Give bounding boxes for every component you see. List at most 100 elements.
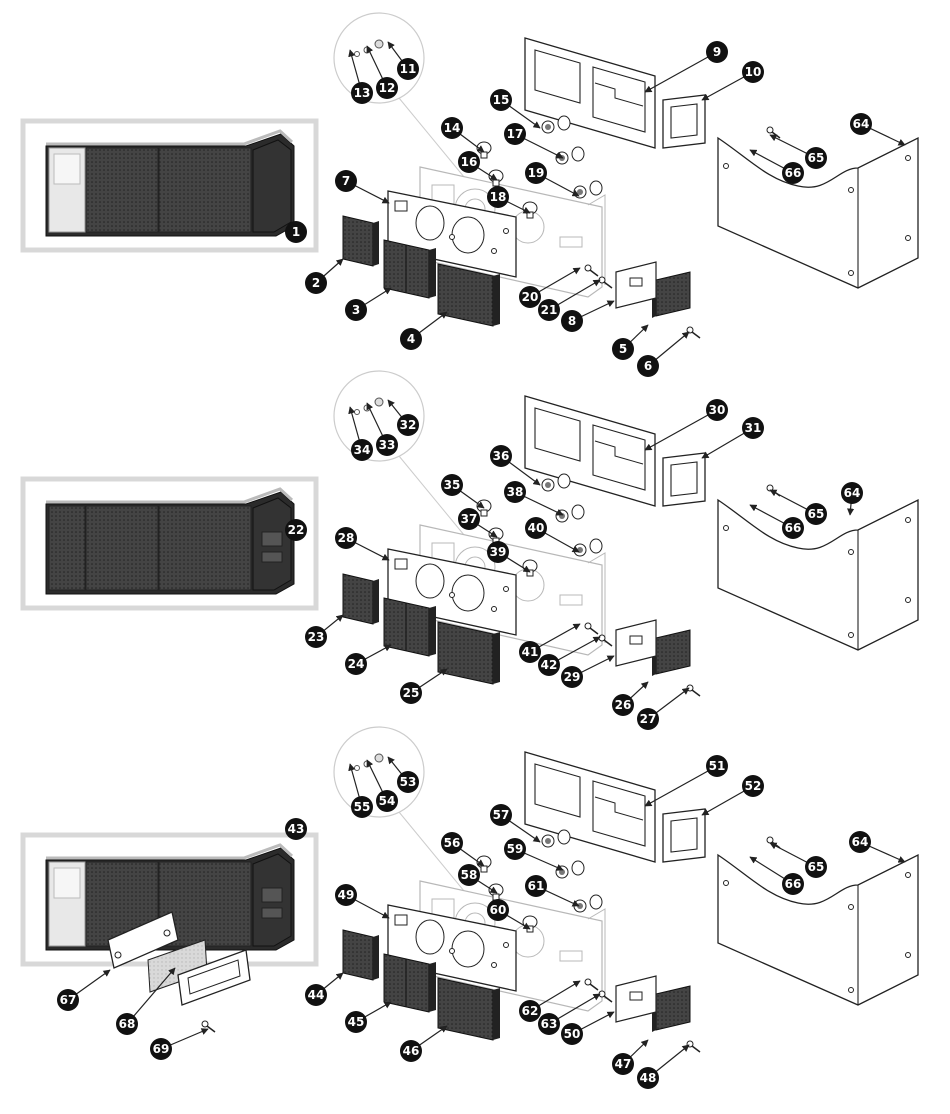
callout-badge xyxy=(519,286,541,308)
callout-badge xyxy=(397,414,419,436)
screw xyxy=(686,684,701,697)
callout-64: 64 xyxy=(850,113,872,135)
callout-badge xyxy=(519,641,541,663)
callout-badge xyxy=(490,89,512,111)
side-plate xyxy=(615,619,657,667)
callout-badge xyxy=(742,775,764,797)
socket xyxy=(573,538,603,557)
callout-17: 17 xyxy=(504,123,526,145)
callout-badge xyxy=(116,1013,138,1035)
callout-number: 64 xyxy=(852,835,869,849)
callout-number: 55 xyxy=(354,800,371,814)
callout-number: 44 xyxy=(308,988,325,1002)
callout-badge xyxy=(150,1038,172,1060)
callout-45: 45 xyxy=(345,1011,367,1033)
screw xyxy=(686,1040,701,1053)
callout-badge xyxy=(458,508,480,530)
callout-12: 12 xyxy=(376,77,398,99)
callout-11: 11 xyxy=(397,58,419,80)
callout-badge xyxy=(706,399,728,421)
callout-18: 18 xyxy=(487,186,509,208)
callout-badge xyxy=(504,481,526,503)
callout-badge xyxy=(376,434,398,456)
callout-67: 67 xyxy=(57,989,79,1011)
callout-badge xyxy=(285,221,307,243)
callout-35: 35 xyxy=(441,474,463,496)
bracket-screw xyxy=(766,126,781,139)
callout-number: 67 xyxy=(60,993,77,1007)
side-plate xyxy=(615,261,657,309)
callout-badge xyxy=(782,873,804,895)
callout-57: 57 xyxy=(490,804,512,826)
callout-55: 55 xyxy=(351,796,373,818)
callout-25: 25 xyxy=(400,682,422,704)
callout-32: 32 xyxy=(397,414,419,436)
callout-badge xyxy=(458,864,480,886)
callout-number: 3 xyxy=(352,303,360,317)
callout-badge xyxy=(487,186,509,208)
callout-64: 64 xyxy=(849,831,871,853)
lens-large xyxy=(437,621,500,685)
callout-5: 5 xyxy=(612,338,634,360)
callout-51: 51 xyxy=(706,755,728,777)
callout-number: 32 xyxy=(400,418,417,432)
screw xyxy=(598,990,613,1003)
callout-badge xyxy=(525,875,547,897)
callout-10: 10 xyxy=(742,61,764,83)
callout-number: 39 xyxy=(490,545,507,559)
tail-lamp-assembly-3-photo xyxy=(20,832,319,967)
callout-badge xyxy=(561,666,583,688)
callout-badge xyxy=(335,884,357,906)
callout-9: 9 xyxy=(706,41,728,63)
socket xyxy=(573,894,603,913)
callout-badge xyxy=(782,162,804,184)
callout-13: 13 xyxy=(351,82,373,104)
callout-badge xyxy=(612,1053,634,1075)
callout-30: 30 xyxy=(706,399,728,421)
callout-badge xyxy=(706,755,728,777)
callout-48: 48 xyxy=(637,1067,659,1089)
callout-badge xyxy=(441,832,463,854)
callout-number: 51 xyxy=(709,759,726,773)
screw xyxy=(584,978,599,991)
callout-number: 29 xyxy=(564,670,581,684)
callout-number: 22 xyxy=(288,523,305,537)
callout-44: 44 xyxy=(305,984,327,1006)
callout-badge xyxy=(490,445,512,467)
callout-41: 41 xyxy=(519,641,541,663)
lamp-frame xyxy=(20,476,319,611)
callout-badge xyxy=(637,1067,659,1089)
callout-34: 34 xyxy=(351,439,373,461)
callout-number: 20 xyxy=(522,290,539,304)
callout-badge xyxy=(525,517,547,539)
callout-number: 1 xyxy=(292,225,300,239)
screw xyxy=(584,622,599,635)
callout-16: 16 xyxy=(458,151,480,173)
gasket-large xyxy=(524,37,656,149)
callout-number: 10 xyxy=(745,65,762,79)
lens-small xyxy=(342,215,379,267)
callout-badge xyxy=(504,123,526,145)
callout-7: 7 xyxy=(335,170,357,192)
callout-58: 58 xyxy=(458,864,480,886)
lamp-photo xyxy=(45,129,295,237)
gasket-large xyxy=(524,395,656,507)
lens-middle xyxy=(383,597,436,657)
callout-number: 58 xyxy=(461,868,478,882)
callout-number: 62 xyxy=(522,1004,539,1018)
callout-badge xyxy=(742,61,764,83)
callout-69: 69 xyxy=(150,1038,172,1060)
callout-52: 52 xyxy=(742,775,764,797)
callout-badge xyxy=(490,804,512,826)
callout-badge xyxy=(351,796,373,818)
callout-number: 65 xyxy=(808,507,825,521)
callout-badge xyxy=(637,708,659,730)
callout-number: 27 xyxy=(640,712,657,726)
callout-badge xyxy=(805,856,827,878)
callout-badge xyxy=(706,41,728,63)
callout-53: 53 xyxy=(397,771,419,793)
callout-1: 1 xyxy=(285,221,307,243)
detail-zoom xyxy=(333,370,470,542)
lens-large xyxy=(437,977,500,1041)
